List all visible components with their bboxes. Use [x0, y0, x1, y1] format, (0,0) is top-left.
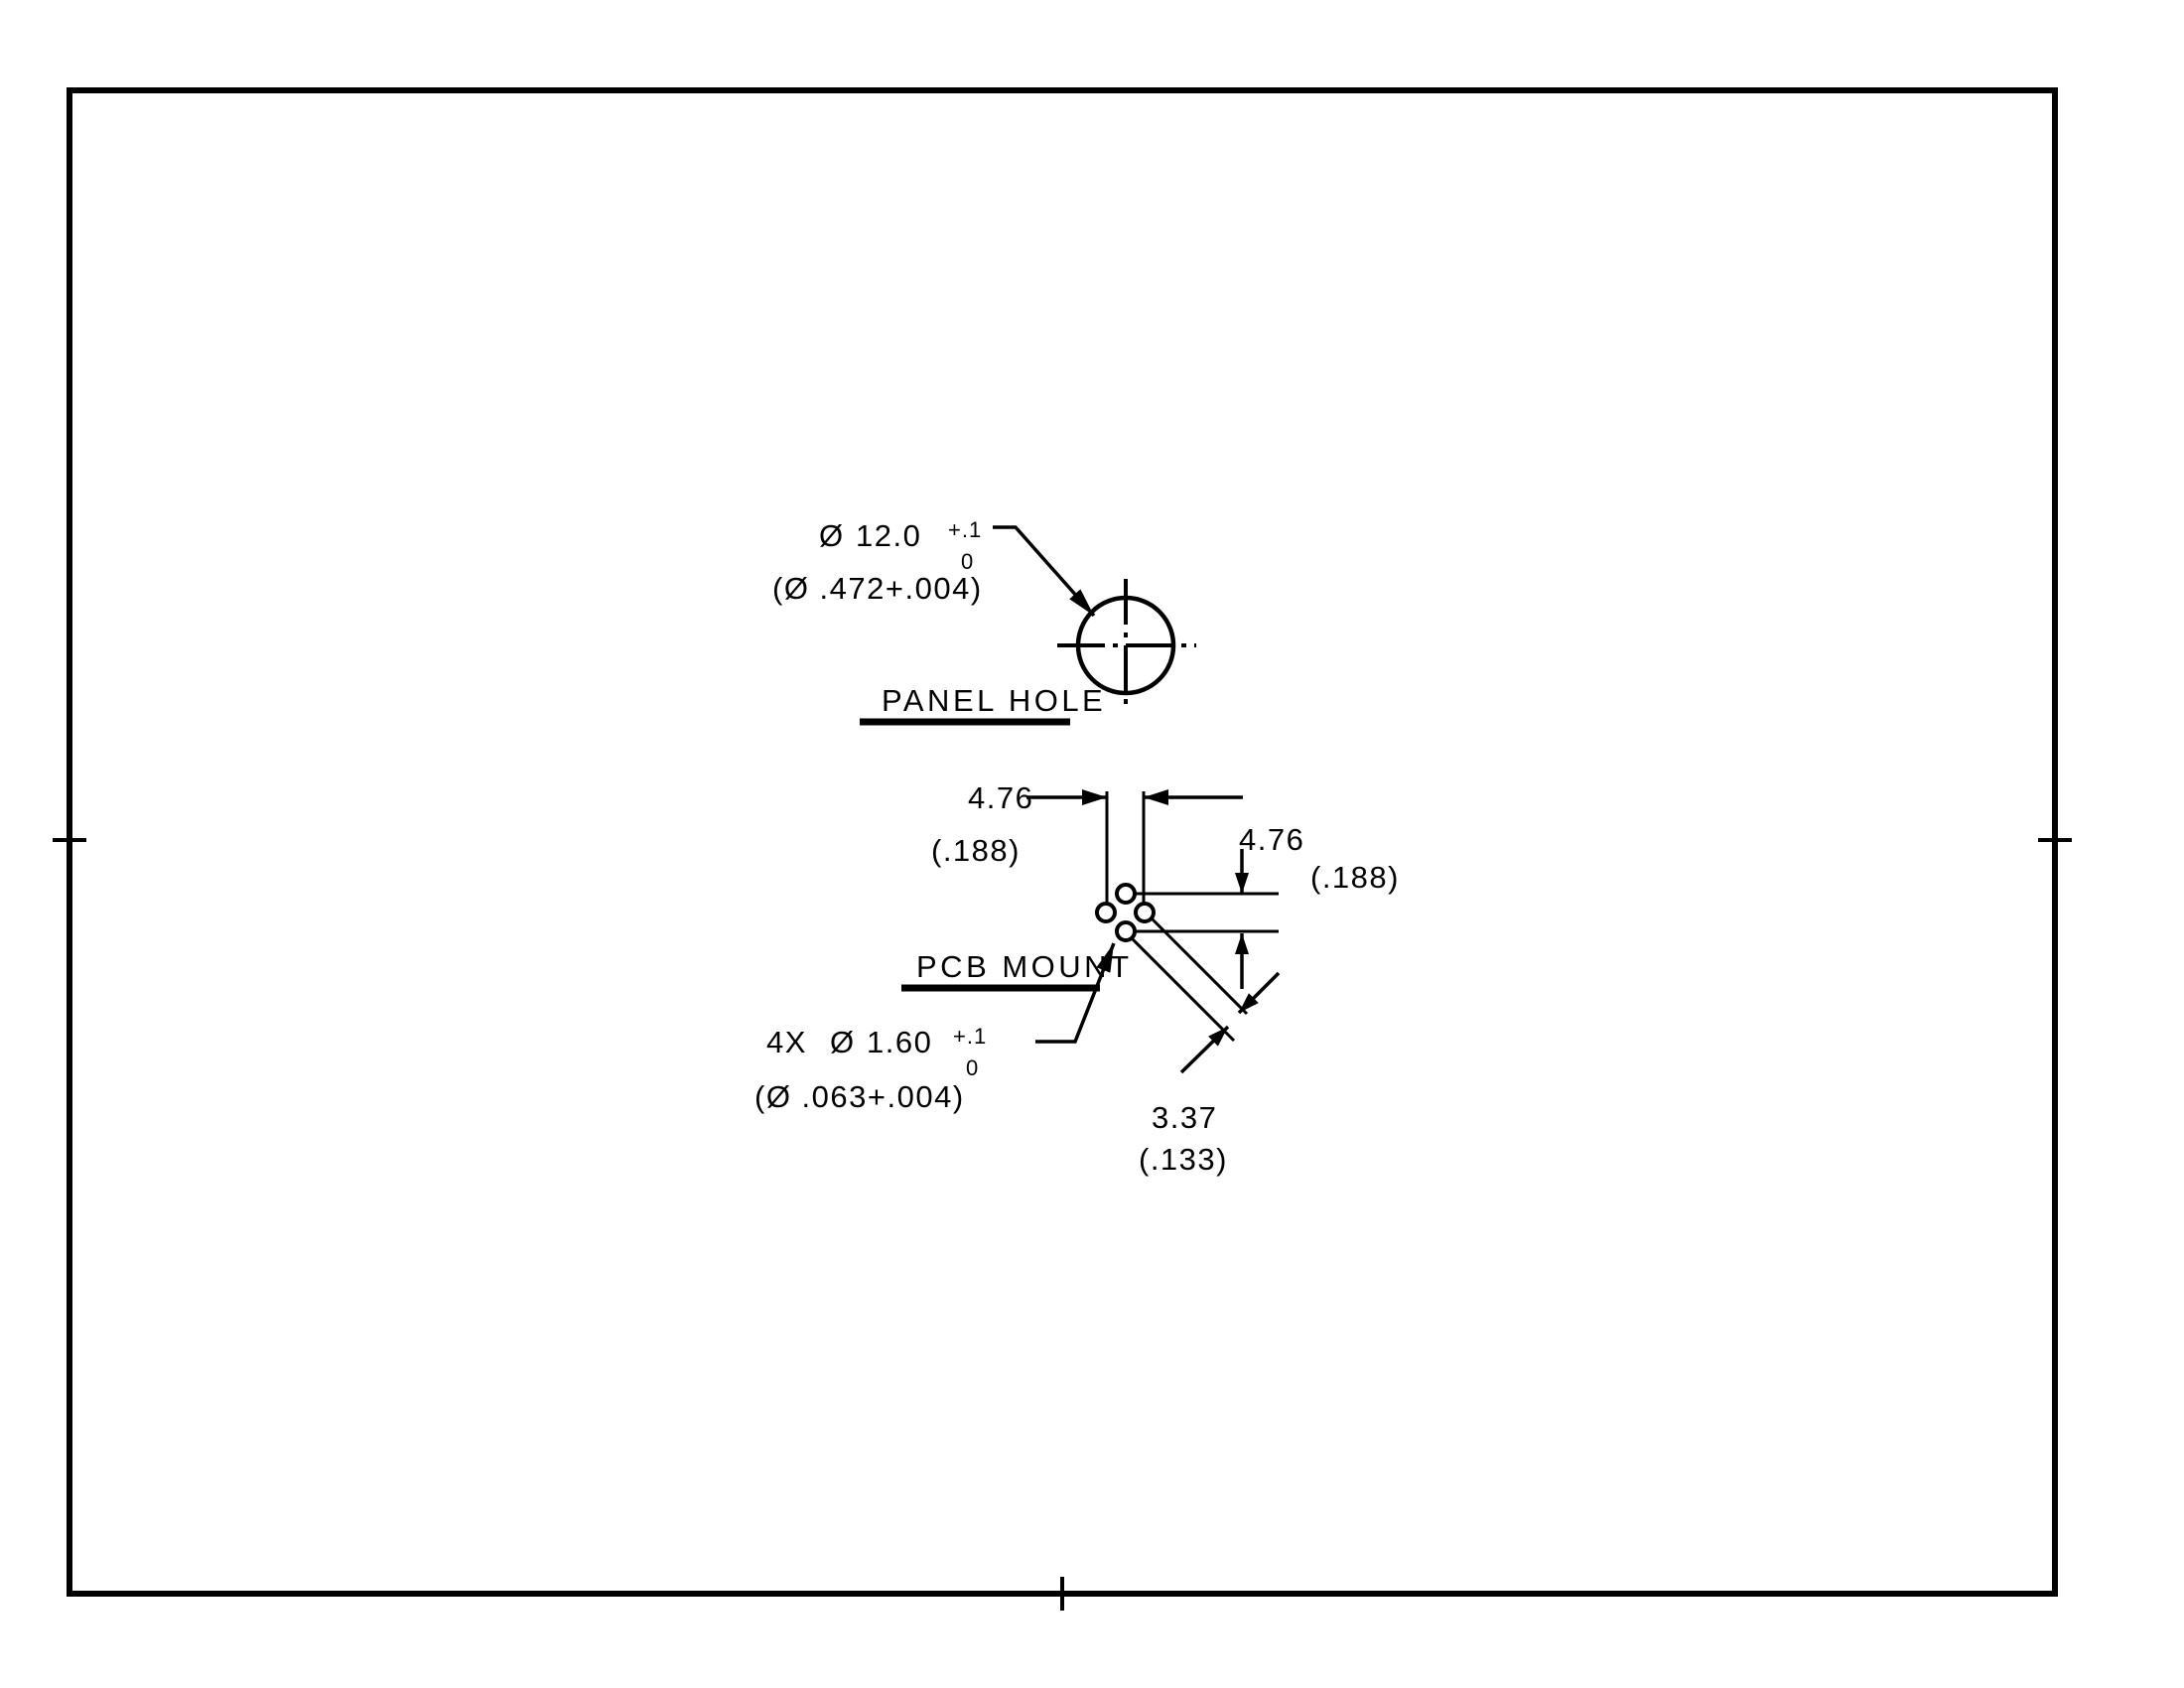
pcb-hole-diameter-nominal: 1.60 — [867, 1025, 932, 1059]
pcb-hole-diameter-symbol: Ø — [830, 1025, 856, 1059]
drawing-frame — [67, 87, 2058, 1597]
pcb-hole-diameter-callout: 4X Ø 1.60 +.1 0 (Ø .063+.004) — [754, 1024, 987, 1114]
pcb-dim-diagonal-arrow-lower — [1179, 1025, 1230, 1074]
pcb-diagonal-extension-upper — [1151, 917, 1249, 1016]
pcb-dim-horizontal-left-alternate: (.188) — [931, 833, 1021, 868]
panel-hole-leader-line — [993, 525, 1096, 618]
pcb-hole-left — [1095, 902, 1117, 923]
pcb-dim-horizontal-left-value: 4.76 — [968, 780, 1033, 815]
pcb-hole-leader-line — [1035, 942, 1116, 1044]
panel-hole-diameter-alternate: (Ø .472+.004) — [772, 571, 983, 606]
pcb-dim-diagonal-value: 3.37 — [1152, 1100, 1217, 1135]
pcb-diagonal-extension-lower — [1131, 937, 1236, 1043]
pcb-hole-quantity: 4X — [766, 1025, 807, 1059]
panel-hole-view-title: PANEL HOLE — [882, 683, 1106, 718]
panel-hole-tolerance-lower: 0 — [961, 549, 974, 574]
pcb-hole-right — [1134, 902, 1156, 923]
pcb-dim-diagonal-arrow-upper — [1237, 971, 1281, 1015]
pcb-hole-tolerance-lower: 0 — [966, 1055, 979, 1080]
panel-hole-view: Ø 12.0 +.1 0 (Ø .472+.004) PANEL HOLE — [772, 517, 1196, 726]
pcb-hole-tolerance-upper: +.1 — [953, 1024, 987, 1049]
pcb-dim-vertical-right-alternate: (.188) — [1310, 860, 1400, 895]
pcb-dim-vertical-right-value: 4.76 — [1239, 822, 1304, 857]
panel-hole-diameter-callout: Ø 12.0 +.1 0 (Ø .472+.004) — [772, 517, 983, 606]
pcb-dim-diagonal-alternate: (.133) — [1139, 1142, 1228, 1177]
panel-hole-tolerance-upper: +.1 — [948, 517, 982, 542]
panel-hole-diameter-nominal: 12.0 — [856, 518, 921, 553]
pcb-hole-top — [1115, 883, 1137, 905]
pcb-mount-view-title: PCB MOUNT — [916, 949, 1133, 984]
pcb-hole-diameter-alternate: (Ø .063+.004) — [754, 1079, 965, 1114]
pcb-mount-view: 4.76 (.188) 4.76 (.188) 3.37 (.133) PCB … — [754, 780, 1400, 1177]
panel-hole-diameter-main: Ø — [819, 518, 845, 553]
pcb-hole-bottom — [1115, 920, 1137, 942]
